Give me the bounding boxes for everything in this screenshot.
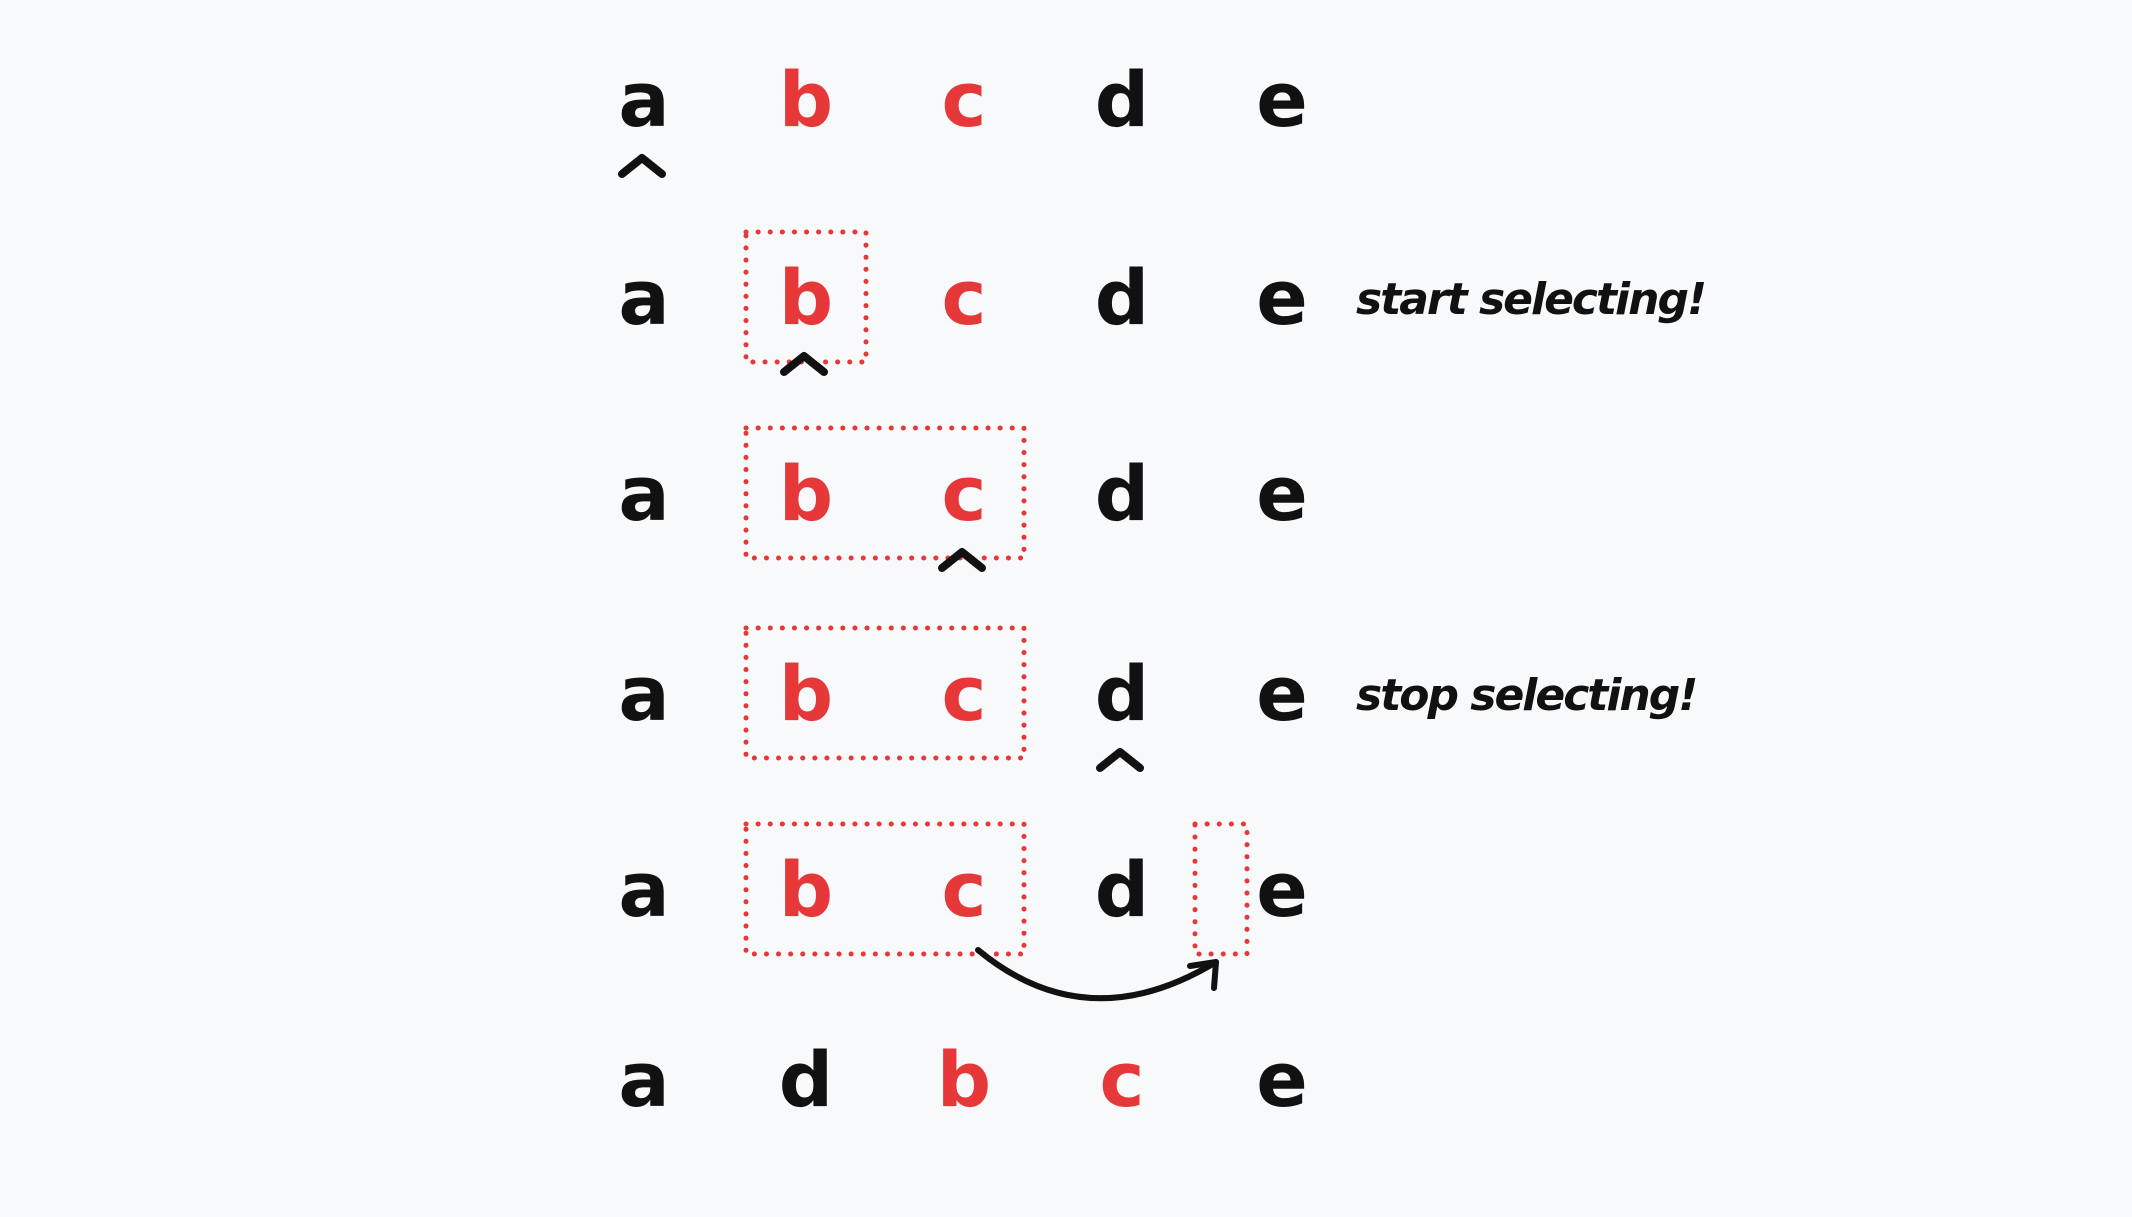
cursor-caret-icon [1096,748,1144,772]
letter-a: a [618,449,669,538]
diagram-row-3: a b c d e [618,425,1308,572]
insertion-slot [1192,821,1250,957]
letter-d: d [1095,55,1149,144]
letter-a: a [618,55,669,144]
diagram-row-4: a b c d e stop selecting! [618,625,1698,772]
letter-d: d [1095,449,1149,538]
letter-c: c [941,449,986,538]
arrowhead-icon [1187,959,1219,991]
selection-box [743,229,869,365]
move-arrow-icon [975,947,1219,1002]
letter-e: e [1256,449,1308,538]
letter-b: b [779,55,833,144]
letter-a: a [618,1035,669,1124]
cursor-caret-icon [780,352,828,376]
cursor-caret-icon [618,154,666,178]
letter-b: b [779,449,833,538]
selection-box [743,625,1027,761]
letter-e: e [1256,845,1308,934]
letter-e: e [1256,253,1308,342]
letter-c: c [941,845,986,934]
letter-c: c [941,55,986,144]
letter-d: d [1095,649,1149,738]
selection-box [743,425,1027,561]
cursor-caret-icon [938,548,986,572]
letter-b: b [937,1035,991,1124]
selection-box [743,821,1027,957]
diagram-row-2: a b c d e start selecting! [618,229,1707,376]
diagram-row-5: a b c d e [618,821,1308,1002]
letter-a: a [618,649,669,738]
letter-a: a [618,845,669,934]
letter-c: c [941,253,986,342]
letter-c: c [1099,1035,1144,1124]
letter-e: e [1256,55,1308,144]
diagram-row-1: a b c d e [618,55,1308,178]
row-note: stop selecting! [1356,670,1696,721]
letter-b: b [779,649,833,738]
letter-d: d [779,1035,833,1124]
letter-b: b [779,253,833,342]
letter-e: e [1256,649,1308,738]
letter-c: c [941,649,986,738]
letter-b: b [779,845,833,934]
letter-d: d [1095,845,1149,934]
letter-a: a [618,253,669,342]
letter-d: d [1095,253,1149,342]
letter-e: e [1256,1035,1308,1124]
row-note: start selecting! [1356,274,1705,325]
